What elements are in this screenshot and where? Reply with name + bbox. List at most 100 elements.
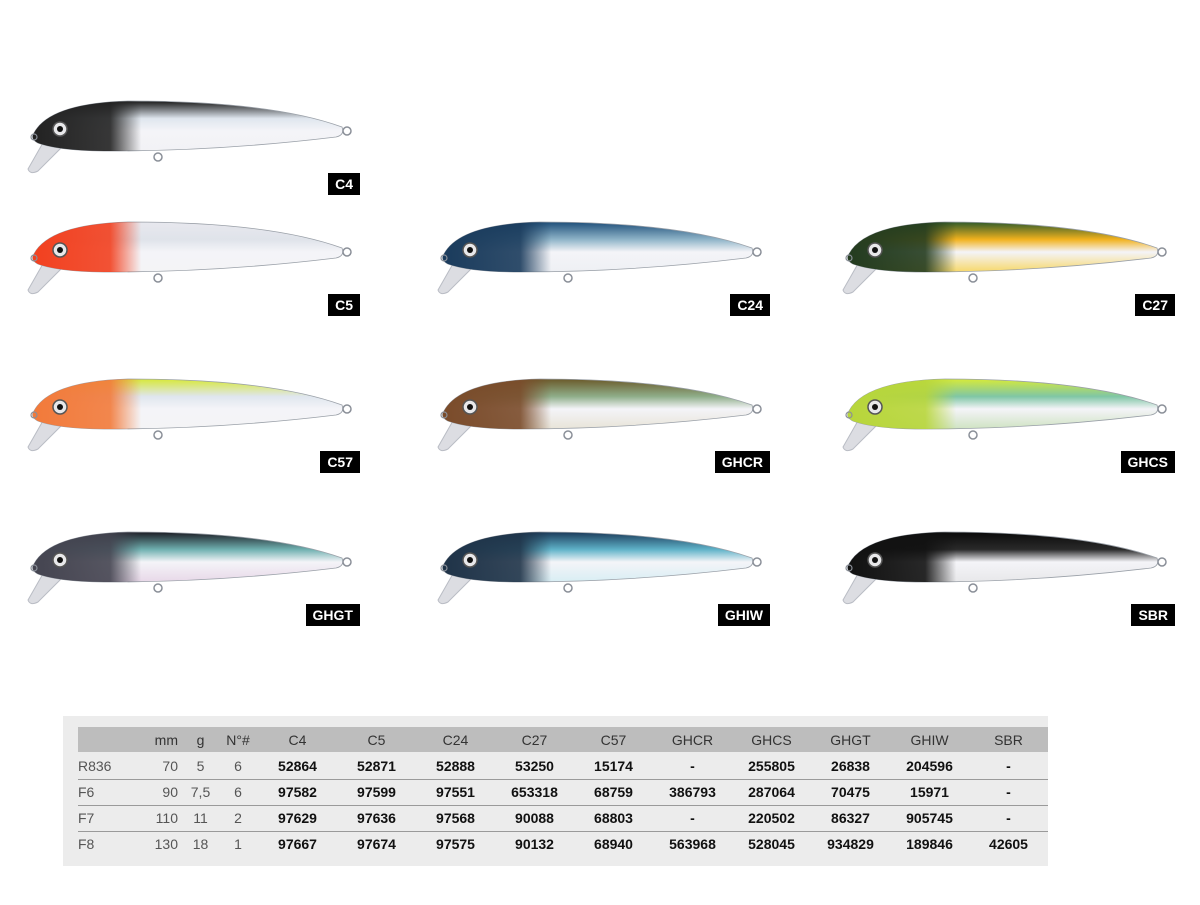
table-cell: 386793: [669, 784, 716, 800]
table-cell: 18: [192, 836, 209, 852]
lure-illustration: [27, 378, 352, 452]
table-cell: 15971: [910, 784, 949, 800]
lure-illustration: [437, 378, 762, 452]
lure-sbr: SBR: [835, 516, 1175, 626]
table-cell: R836: [78, 758, 112, 774]
table-cell: 255805: [748, 758, 795, 774]
table-cell: -: [1006, 810, 1011, 826]
table-cell: 905745: [906, 810, 953, 826]
lure-tail-ring: [752, 557, 762, 567]
table-cell: 26838: [831, 758, 870, 774]
lure-illustration: [842, 531, 1167, 605]
table-cell: 97575: [436, 836, 475, 852]
lure-illustration: [27, 221, 352, 295]
lure-c5: C5: [20, 206, 360, 316]
color-code-tag: C24: [730, 294, 770, 316]
lure-ghcr: GHCR: [430, 363, 770, 473]
table-cell: 68803: [594, 810, 633, 826]
table-cell: F7: [78, 810, 95, 826]
table-cell: -: [690, 758, 695, 774]
lure-c27: C27: [835, 206, 1175, 316]
table-cell: 6: [234, 784, 242, 800]
lure-tail-ring: [342, 126, 352, 136]
table-cell: 5: [196, 758, 205, 774]
table-cell: 52871: [357, 758, 396, 774]
table-cell: 7,5: [190, 784, 211, 800]
table-cell: F6: [78, 784, 95, 800]
lure-illustration: [842, 378, 1167, 452]
lure-tail-ring: [342, 404, 352, 414]
lure-belly-ring: [968, 273, 978, 283]
lure-lip: [27, 140, 66, 174]
table-cell: 86327: [831, 810, 870, 826]
table-cell: 90132: [515, 836, 554, 852]
color-code-tag: GHCS: [1120, 451, 1175, 473]
column-header: GHIW: [910, 731, 949, 748]
table-cell: 97568: [436, 810, 475, 826]
lure-tail-ring: [752, 247, 762, 257]
table-cell: 97674: [357, 836, 396, 852]
lure-tail-ring: [342, 247, 352, 257]
color-code-tag: C5: [328, 294, 360, 316]
color-code-tag: GHGT: [305, 604, 360, 626]
table-cell: 204596: [906, 758, 953, 774]
table-cell: 934829: [827, 836, 874, 852]
column-header: C5: [367, 731, 386, 748]
lure-lip: [437, 418, 476, 452]
table-cell: 110: [155, 810, 178, 826]
table-cell: 90088: [515, 810, 554, 826]
table-cell: 287064: [748, 784, 795, 800]
table-cell: 97599: [357, 784, 396, 800]
table-cell: F8: [78, 836, 95, 852]
color-code-tag: SBR: [1131, 604, 1175, 626]
lure-illustration: [842, 221, 1167, 295]
table-cell: 528045: [748, 836, 795, 852]
column-header: mm: [154, 731, 178, 748]
table-cell: 97667: [278, 836, 317, 852]
table-cell: 52864: [278, 758, 317, 774]
table-cell: 97629: [278, 810, 317, 826]
column-header: N°#: [226, 731, 250, 748]
table-cell: 11: [193, 810, 208, 826]
lure-ghcs: GHCS: [835, 363, 1175, 473]
table-cell: 653318: [511, 784, 558, 800]
table-cell: 6: [234, 758, 242, 774]
table-cell: 189846: [906, 836, 953, 852]
color-code-tag: C57: [320, 451, 360, 473]
table-cell: -: [1006, 758, 1011, 774]
table-cell: 1: [234, 836, 242, 852]
lure-belly-ring: [563, 430, 573, 440]
table-cell: 97636: [357, 810, 396, 826]
table-cell: 97582: [278, 784, 317, 800]
table-cell: 70475: [831, 784, 870, 800]
table-cell: -: [1006, 784, 1011, 800]
table-cell: 97551: [436, 784, 475, 800]
lure-lip: [27, 418, 66, 452]
table-cell: 130: [154, 836, 178, 852]
lure-lip: [842, 571, 881, 605]
lure-lip: [842, 418, 881, 452]
lure-ghiw: GHIW: [430, 516, 770, 626]
table-cell: 42605: [989, 836, 1028, 852]
lure-tail-ring: [752, 404, 762, 414]
table-cell: 68940: [594, 836, 633, 852]
lure-lip: [27, 571, 66, 605]
table-cell: 53250: [515, 758, 554, 774]
lure-belly-ring: [153, 430, 163, 440]
lure-tail-ring: [1157, 404, 1167, 414]
lure-belly-ring: [153, 583, 163, 593]
color-code-tag: GHIW: [717, 604, 770, 626]
column-header: GHGT: [830, 731, 871, 748]
lure-lip: [437, 261, 476, 295]
column-header: C27: [521, 731, 548, 748]
table-cell: 52888: [436, 758, 475, 774]
lure-belly-ring: [968, 430, 978, 440]
color-code-tag: GHCR: [714, 451, 770, 473]
lure-lip: [437, 571, 476, 605]
lure-illustration: [27, 100, 352, 174]
